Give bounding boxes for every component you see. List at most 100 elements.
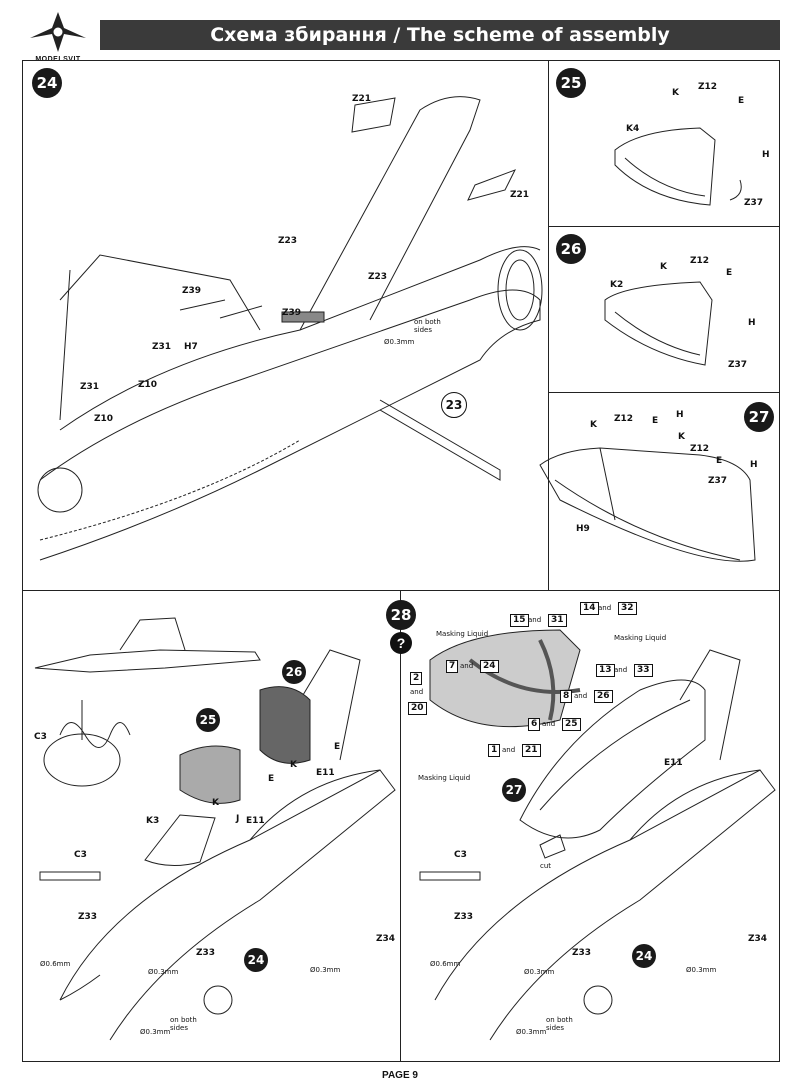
part-label: Z21 bbox=[352, 94, 372, 104]
part-label: Z33 bbox=[196, 948, 216, 958]
part-label: Z31 bbox=[80, 382, 100, 392]
step-24-panel bbox=[22, 60, 550, 592]
part-label: E bbox=[726, 268, 733, 278]
note-diameter: Ø0.3mm bbox=[140, 1028, 171, 1036]
part-label: Z34 bbox=[748, 934, 768, 944]
paint-box: 1 bbox=[488, 744, 501, 757]
part-label: E bbox=[738, 96, 745, 106]
note-both-sides: on both sides bbox=[170, 1016, 197, 1032]
step-26-badge: 26 bbox=[556, 234, 586, 264]
part-label: J bbox=[236, 814, 240, 824]
and-label: and bbox=[460, 662, 474, 670]
masking-liquid-label: Masking Liquid bbox=[418, 774, 471, 782]
note-both-sides: on both sides bbox=[546, 1016, 573, 1032]
part-label: Z10 bbox=[94, 414, 114, 424]
part-label: C3 bbox=[454, 850, 467, 860]
part-label: Z33 bbox=[454, 912, 474, 922]
note-diameter: Ø0.3mm bbox=[686, 966, 717, 974]
part-label: K4 bbox=[626, 124, 640, 134]
note-diameter: Ø0.3mm bbox=[516, 1028, 547, 1036]
part-label: C3 bbox=[34, 732, 47, 742]
part-label: H bbox=[748, 318, 756, 328]
part-label: E11 bbox=[316, 768, 335, 778]
part-label: Z39 bbox=[182, 286, 202, 296]
part-label: Z34 bbox=[376, 934, 396, 944]
part-label: Z10 bbox=[138, 380, 158, 390]
paint-box: 32 bbox=[618, 602, 637, 615]
paint-box: 25 bbox=[562, 718, 581, 731]
note-diameter: Ø0.3mm bbox=[148, 968, 179, 976]
and-label: and bbox=[598, 604, 612, 612]
note-both-sides: on both sides bbox=[414, 318, 441, 334]
paint-box: 20 bbox=[408, 702, 427, 715]
part-label: Z39 bbox=[282, 308, 302, 318]
and-label: and bbox=[574, 692, 588, 700]
masking-liquid-label: Masking Liquid bbox=[436, 630, 489, 638]
paint-box: 21 bbox=[522, 744, 541, 757]
part-label: K bbox=[290, 760, 297, 770]
step-27-panel bbox=[548, 392, 780, 592]
ref-step-badge: 24 bbox=[632, 944, 656, 968]
paint-box: 31 bbox=[548, 614, 567, 627]
part-label: Z37 bbox=[744, 198, 764, 208]
ref-step-badge: 27 bbox=[502, 778, 526, 802]
paint-box: 13 bbox=[596, 664, 615, 677]
and-label: and bbox=[410, 688, 424, 696]
part-label: K2 bbox=[610, 280, 624, 290]
and-label: and bbox=[528, 616, 542, 624]
note-cut: cut bbox=[540, 862, 552, 870]
note-diameter: Ø0.3mm bbox=[310, 966, 341, 974]
paint-box: 6 bbox=[528, 718, 541, 731]
step-25-badge: 25 bbox=[556, 68, 586, 98]
part-label: Z21 bbox=[510, 190, 530, 200]
part-label: Z31 bbox=[152, 342, 172, 352]
part-label: E11 bbox=[664, 758, 683, 768]
part-label: K bbox=[590, 420, 597, 430]
paint-box: 33 bbox=[634, 664, 653, 677]
and-label: and bbox=[502, 746, 516, 754]
part-label: K3 bbox=[146, 816, 160, 826]
part-label: Z37 bbox=[728, 360, 748, 370]
paint-box: 14 bbox=[580, 602, 599, 615]
part-label: Z12 bbox=[690, 444, 710, 454]
part-label: E bbox=[652, 416, 659, 426]
step-26-panel bbox=[548, 226, 780, 394]
part-label: Z37 bbox=[708, 476, 728, 486]
step-24-badge: 24 bbox=[32, 68, 62, 98]
title-banner: Схема збирання / The scheme of assembly bbox=[100, 20, 780, 50]
part-label: Z12 bbox=[698, 82, 718, 92]
paint-box: 8 bbox=[560, 690, 573, 703]
part-label: E11 bbox=[246, 816, 265, 826]
part-label: Z33 bbox=[78, 912, 98, 922]
part-label: K bbox=[672, 88, 679, 98]
part-label: K bbox=[212, 798, 219, 808]
paint-box: 2 bbox=[410, 672, 423, 685]
part-label: H7 bbox=[184, 342, 198, 352]
part-label: H9 bbox=[576, 524, 590, 534]
and-label: and bbox=[542, 720, 556, 728]
part-label: Z33 bbox=[572, 948, 592, 958]
part-label: Z23 bbox=[368, 272, 388, 282]
step-27-badge: 27 bbox=[744, 402, 774, 432]
part-label: H bbox=[750, 460, 758, 470]
part-label: E bbox=[716, 456, 723, 466]
page-title: Схема збирання / The scheme of assembly bbox=[210, 24, 670, 46]
part-label: H bbox=[762, 150, 770, 160]
note-diameter: Ø0.6mm bbox=[40, 960, 71, 968]
step-28-badge: 28 bbox=[386, 600, 416, 630]
paint-box: 7 bbox=[446, 660, 459, 673]
part-label: Z12 bbox=[690, 256, 710, 266]
page-number: PAGE 9 bbox=[382, 1070, 418, 1081]
paint-box: 24 bbox=[480, 660, 499, 673]
note-diameter: Ø0.3mm bbox=[524, 968, 555, 976]
part-label: Z12 bbox=[614, 414, 634, 424]
part-label: H bbox=[676, 410, 684, 420]
ref-step-badge: 26 bbox=[282, 660, 306, 684]
note-diameter: Ø0.6mm bbox=[430, 960, 461, 968]
and-label: and bbox=[614, 666, 628, 674]
ref-step-badge: 24 bbox=[244, 948, 268, 972]
part-label: K bbox=[678, 432, 685, 442]
part-label: Z23 bbox=[278, 236, 298, 246]
note-diameter: Ø0.3mm bbox=[384, 338, 415, 346]
